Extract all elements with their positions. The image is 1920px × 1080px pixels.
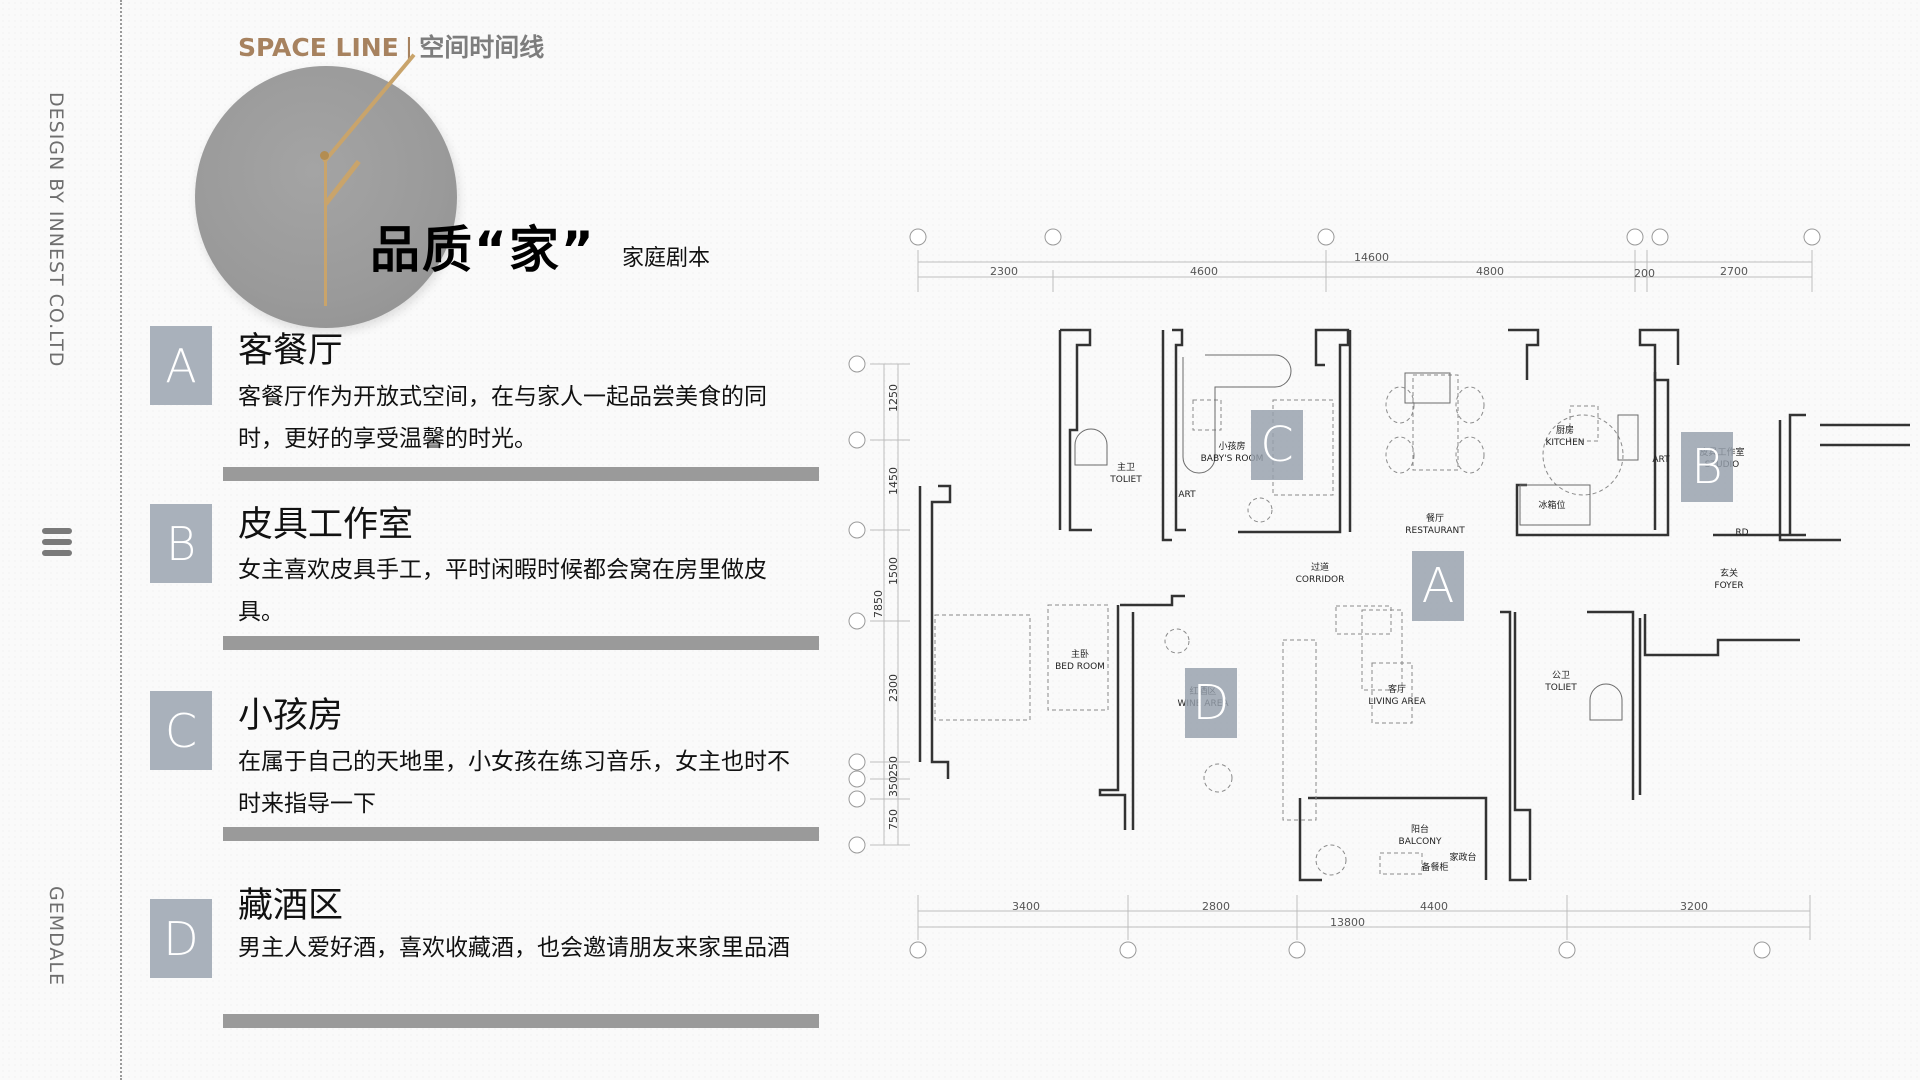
zone-badge: D [150, 899, 212, 978]
header-cn: 空间时间线 [419, 33, 545, 62]
zone-marker-b: B [1681, 432, 1733, 502]
header-separator: | [404, 33, 414, 62]
page-title: 品质“家” [370, 221, 596, 279]
separator-bar [223, 1014, 819, 1028]
header-en: SPACE LINE [238, 33, 399, 62]
zone-marker-d: D [1185, 668, 1237, 738]
page-subtitle: 家庭剧本 [622, 246, 711, 271]
zone-title: 藏酒区 [238, 886, 344, 926]
clock-second-hand [323, 159, 361, 206]
zone-description: 在属于自己的天地里，小女孩在练习音乐，女主也时不时来指导一下 [238, 749, 790, 817]
clock-minute-hand [324, 156, 327, 306]
company-credit: DESIGN BY INNEST CO.LTD [45, 92, 67, 368]
separator-bar [223, 467, 819, 481]
hamburger-menu-icon[interactable] [42, 528, 72, 556]
menu-line [42, 550, 72, 556]
separator-bar [223, 636, 819, 650]
separator-bar [223, 827, 819, 841]
zone-badge: A [150, 326, 212, 405]
zone-badge: B [150, 504, 212, 583]
menu-line [42, 528, 72, 534]
zone-marker-c: C [1251, 410, 1303, 480]
dotted-divider [120, 0, 122, 1080]
zone-title: 皮具工作室 [238, 505, 414, 545]
zone-description: 女主喜欢皮具手工，平时闲暇时候都会窝在房里做皮具。 [238, 557, 767, 625]
clock-image [195, 53, 457, 328]
clock-hub [320, 151, 329, 160]
zone-description: 男主人爱好酒，喜欢收藏酒，也会邀请朋友来家里品酒 [238, 935, 790, 961]
menu-line [42, 539, 72, 545]
zone-title: 小孩房 [238, 696, 344, 736]
zone-marker-a: A [1412, 551, 1464, 621]
zone-description: 客餐厅作为开放式空间，在与家人一起品尝美食的同时，更好的享受温馨的时光。 [238, 384, 767, 452]
zone-title: 客餐厅 [238, 331, 344, 371]
section-header: SPACE LINE|空间时间线 [238, 28, 544, 64]
zone-badge: C [150, 691, 212, 770]
client-name: GEMDALE [45, 886, 67, 987]
